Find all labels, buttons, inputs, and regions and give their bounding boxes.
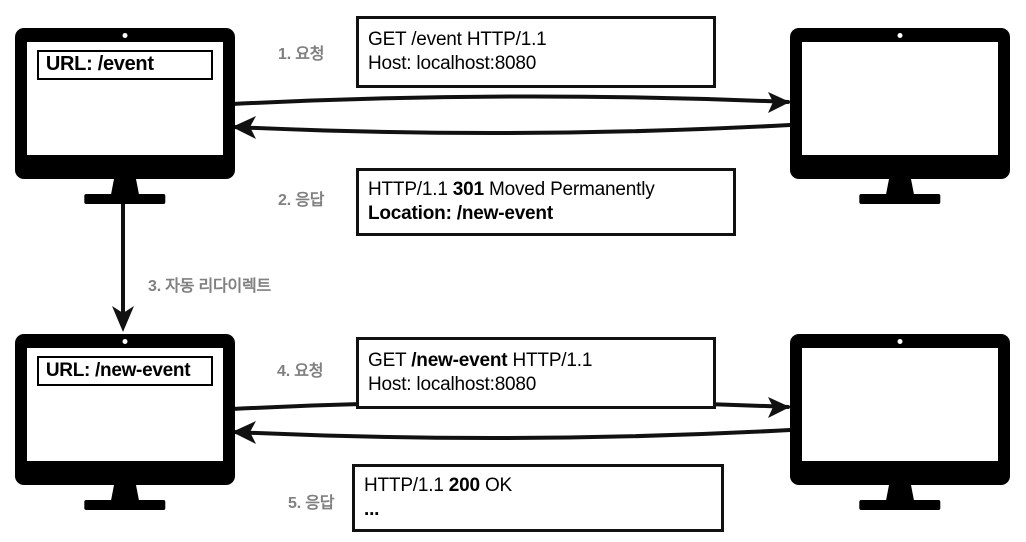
- message-line-1: GET /new-event HTTP/1.1: [368, 349, 705, 373]
- message-line-1: GET /event HTTP/1.1: [368, 28, 705, 52]
- monitor-base: [84, 499, 166, 510]
- step-label-1: 1. 요청: [278, 46, 325, 63]
- step-label-2: 2. 응답: [278, 192, 325, 209]
- msg5-l1-bold: 200: [448, 475, 480, 497]
- monitor-base: [859, 499, 941, 510]
- arrow-response-bottom: [232, 421, 792, 444]
- step-label-5: 5. 응답: [288, 495, 335, 512]
- message-line-1: HTTP/1.1 200 OK: [364, 474, 713, 498]
- server-monitor-bottom: [790, 334, 1010, 514]
- arrow-request-top: [230, 92, 790, 113]
- message-box-response-5: HTTP/1.1 200 OK ...: [352, 464, 724, 532]
- url-text-bottom: URL: /new-event: [45, 359, 191, 381]
- message-box-request-1: GET /event HTTP/1.1 Host: localhost:8080: [356, 16, 716, 88]
- msg2-l1-pre: HTTP/1.1: [368, 179, 453, 201]
- message-line-2: Host: localhost:8080: [368, 373, 705, 397]
- browser-screen-top: URL: /event: [27, 41, 223, 155]
- monitor-bezel: [790, 28, 1010, 180]
- client-monitor-bottom: URL: /new-event: [15, 334, 235, 514]
- webcam-icon: [897, 33, 903, 38]
- msg2-l1-bold: 301: [452, 179, 484, 201]
- step-label-3: 3. 자동 리다이렉트: [148, 278, 272, 295]
- webcam-icon: [897, 339, 903, 344]
- msg1-l1-pre: GET /event HTTP/1.1: [368, 29, 547, 51]
- monitor-base: [84, 193, 166, 204]
- monitor-neck: [109, 474, 141, 501]
- msg5-l1-pre: HTTP/1.1: [364, 475, 449, 497]
- webcam-icon: [122, 33, 128, 38]
- message-line-2: ...: [364, 498, 713, 522]
- monitor-neck: [884, 474, 916, 501]
- msg5-l1-post: OK: [479, 475, 513, 497]
- server-screen-bottom: [802, 347, 998, 461]
- url-text-top: URL: /event: [45, 53, 154, 76]
- browser-screen-bottom: URL: /new-event: [27, 347, 223, 461]
- message-line-2: Location: /new-event: [368, 202, 725, 226]
- msg2-l2-bold: Location: /new-event: [368, 203, 553, 224]
- message-box-request-4: GET /new-event HTTP/1.1 Host: localhost:…: [356, 337, 716, 409]
- server-monitor-top: [790, 28, 1010, 208]
- msg4-l1-bold: /new-event: [411, 350, 508, 372]
- msg4-l1-post: HTTP/1.1: [507, 350, 593, 372]
- message-line-2: Host: localhost:8080: [368, 52, 705, 76]
- url-bar-top[interactable]: URL: /event: [36, 49, 214, 81]
- arrow-auto-redirect: [112, 194, 134, 332]
- arrow-response-top: [232, 116, 792, 139]
- msg2-l1-post: Moved Permanently: [483, 179, 655, 201]
- webcam-icon: [122, 339, 128, 344]
- msg4-l1-pre: GET: [368, 350, 412, 372]
- message-line-1: HTTP/1.1 301 Moved Permanently: [368, 178, 725, 202]
- msg4-l2-pre: Host: localhost:8080: [368, 374, 537, 395]
- url-bar-bottom[interactable]: URL: /new-event: [36, 355, 214, 387]
- step-label-4: 4. 요청: [277, 363, 324, 380]
- monitor-neck: [109, 168, 141, 195]
- server-screen-top: [802, 41, 998, 155]
- client-monitor-top: URL: /event: [15, 28, 235, 208]
- msg1-l2-pre: Host: localhost:8080: [368, 53, 537, 74]
- monitor-bezel: URL: /new-event: [15, 334, 235, 486]
- monitor-base: [859, 193, 941, 204]
- monitor-bezel: [790, 334, 1010, 486]
- monitor-neck: [884, 168, 916, 195]
- msg5-l2-bold: ...: [364, 499, 380, 520]
- monitor-bezel: URL: /event: [15, 28, 235, 180]
- message-box-response-2: HTTP/1.1 301 Moved Permanently Location:…: [356, 168, 736, 236]
